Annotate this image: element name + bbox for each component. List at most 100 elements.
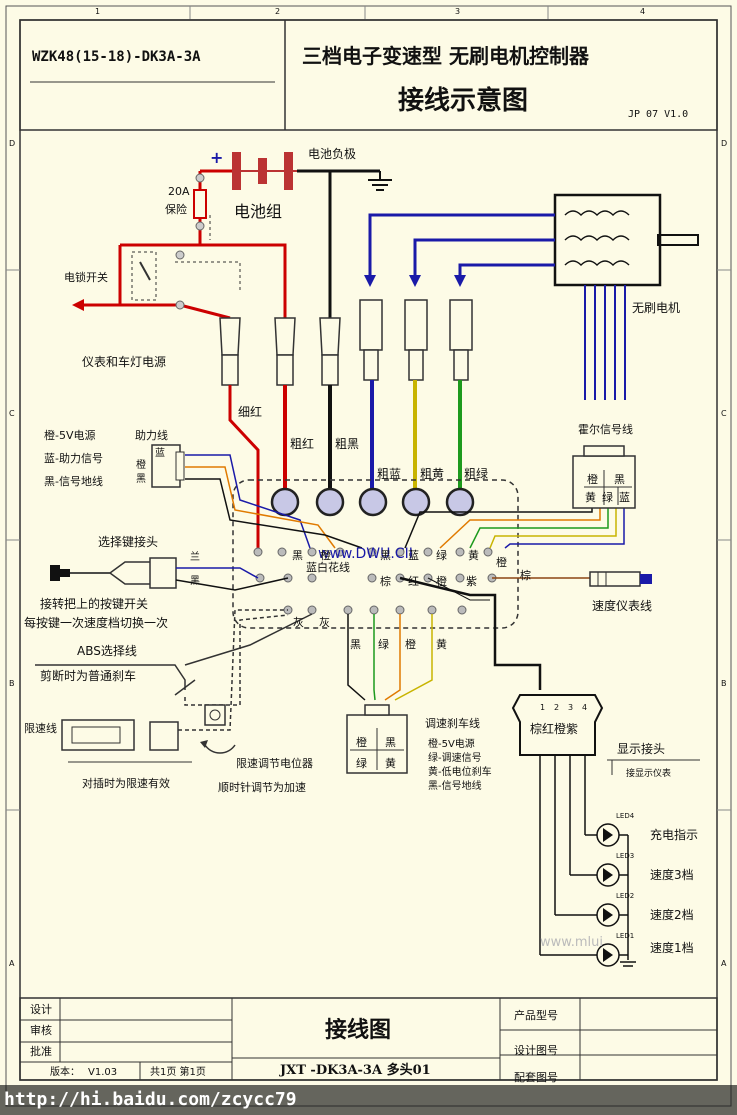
brake-cell: 黑	[385, 736, 396, 749]
brake-note: 黑-信号地线	[428, 781, 482, 792]
led-id: LED2	[616, 892, 635, 900]
controller-pin-label: 灰	[319, 616, 330, 629]
border-letter: D	[9, 139, 16, 148]
tb-design: 设计	[30, 1003, 52, 1016]
display-title: 显示接头	[617, 742, 666, 756]
diagram-title: 接线示意图	[398, 86, 529, 116]
border-letter: B	[9, 679, 15, 688]
watermark: www.mlui	[540, 935, 603, 950]
selector-title: 选择键接头	[98, 535, 159, 549]
border-letter: C	[9, 409, 15, 418]
controller-pin-label: 灰	[293, 616, 304, 629]
brake-note: 绿-调速信号	[428, 753, 482, 764]
meter-power-label: 仪表和车灯电源	[82, 355, 167, 369]
border-number: 3	[455, 7, 461, 16]
controller-pin-label: 黑	[380, 549, 391, 562]
brake-cell: 绿	[356, 757, 367, 770]
fuse-value: 20A	[168, 185, 190, 198]
controller-pin-label: 紫	[466, 575, 477, 588]
selector-pin: 兰	[190, 552, 200, 563]
assist-note: 蓝-助力信号	[44, 452, 103, 465]
battery-negative-label: 电池负极	[308, 147, 357, 161]
assist-pin: 橙	[136, 460, 146, 471]
controller-pin-label: 黄	[468, 549, 479, 562]
tb-product-model: 产品型号	[514, 1009, 558, 1022]
controller-pin-label: 橙	[436, 575, 447, 588]
battery-label: 电池组	[234, 202, 283, 221]
controller-pin-label: 绿	[378, 638, 389, 651]
border-letter: D	[721, 139, 728, 148]
tb-pages: 共1页 第1页	[150, 1067, 206, 1078]
assist-pin: 黑	[136, 474, 146, 485]
tb-version-value: V1.03	[88, 1067, 118, 1078]
led-label: 速度3档	[650, 868, 694, 882]
controller-pin-label: 黄	[436, 638, 447, 651]
display-pin-number: 4	[582, 703, 588, 712]
header-title: 三档电子变速型 无刷电机控制器	[302, 44, 589, 68]
border-letter: A	[9, 959, 15, 968]
brake-cell: 黄	[385, 757, 396, 770]
battery-plus: +	[210, 148, 224, 167]
wire-label-thick-yellow: 粗黄	[420, 467, 445, 481]
controller-pin-label: 绿	[436, 549, 447, 562]
tb-matching-no: 配套图号	[514, 1071, 558, 1084]
controller-pin-label: 橙	[496, 556, 507, 569]
assist-pin: 蓝	[155, 448, 165, 459]
blue-white-wire-label: 蓝白花线	[306, 561, 350, 574]
pot-label: 限速调节电位器	[236, 757, 313, 770]
assist-note: 黑-信号地线	[44, 475, 103, 488]
border-number: 2	[275, 7, 281, 16]
tb-title: 接线图	[325, 1018, 392, 1043]
abs-title: ABS选择线	[77, 644, 137, 658]
url-watermark-bar: http://hi.baidu.com/zcycc79	[0, 1085, 737, 1115]
brake-cell: 橙	[356, 736, 367, 749]
controller-pin-label: 黑	[350, 638, 361, 651]
selector-note: 接转把上的按键开关	[40, 597, 149, 611]
hall-plug-cell: 黑	[614, 473, 625, 486]
selector-note: 每按键一次速度档切换一次	[24, 616, 169, 630]
tb-design-no: 设计图号	[514, 1044, 558, 1057]
controller-pin-label: 黑	[292, 549, 303, 562]
led-label: 充电指示	[650, 828, 699, 842]
brake-note: 黄-低电位刹车	[428, 767, 492, 778]
controller-pin-label: 橙	[405, 638, 416, 651]
controller-pin-label: 橙	[320, 549, 331, 562]
border-number: 1	[95, 7, 101, 16]
tb-version: 版本：	[50, 1067, 80, 1078]
limit-label: 限速线	[24, 722, 57, 735]
led-label: 速度1档	[650, 941, 694, 955]
wire-label-thick-blue: 粗蓝	[377, 467, 402, 481]
controller-pin-label: 蓝	[408, 549, 419, 562]
display-pin-number: 2	[554, 703, 560, 712]
wire-label-thick-black: 粗黑	[335, 437, 360, 451]
fuse-label: 保险	[165, 203, 187, 216]
limit-note: 对插时为限速有效	[82, 777, 170, 790]
led-id: LED1	[616, 932, 635, 940]
selector-pin: 黑	[190, 576, 200, 587]
key-switch-label: 电锁开关	[64, 271, 108, 284]
model-number: WZK48(15-18)-DK3A-3A	[32, 49, 201, 65]
tb-code: JXT -DK3A-3A 多头01	[280, 1063, 431, 1078]
abs-note: 剪断时为普通刹车	[40, 669, 137, 683]
hall-plug-cell: 蓝	[619, 491, 630, 504]
hall-plug-cell: 黄	[585, 491, 596, 504]
hall-signal-label: 霍尔信号线	[578, 423, 633, 436]
brake-note: 橙-5V电源	[428, 739, 475, 750]
tb-review: 审核	[30, 1024, 52, 1037]
led-label: 速度2档	[650, 908, 694, 922]
controller-pin-label: 棕	[380, 575, 391, 588]
border-letter: A	[721, 959, 727, 968]
motor-label: 无刷电机	[632, 301, 681, 315]
display-connector-colors: 棕红橙紫	[530, 722, 579, 736]
assist-title: 助力线	[135, 429, 168, 442]
border-number: 4	[640, 7, 646, 16]
pot-note: 顺时针调节为加速	[218, 781, 306, 794]
led-id: LED4	[616, 812, 635, 820]
controller-watermark: www.DWU.CII	[318, 546, 413, 562]
hall-plug-cell: 橙	[587, 473, 598, 486]
brake-title: 调速刹车线	[425, 717, 480, 730]
controller-pin-label: 红	[408, 575, 419, 588]
assist-note: 橙-5V电源	[44, 429, 96, 442]
url-watermark: http://hi.baidu.com/zcycc79	[4, 1089, 297, 1110]
